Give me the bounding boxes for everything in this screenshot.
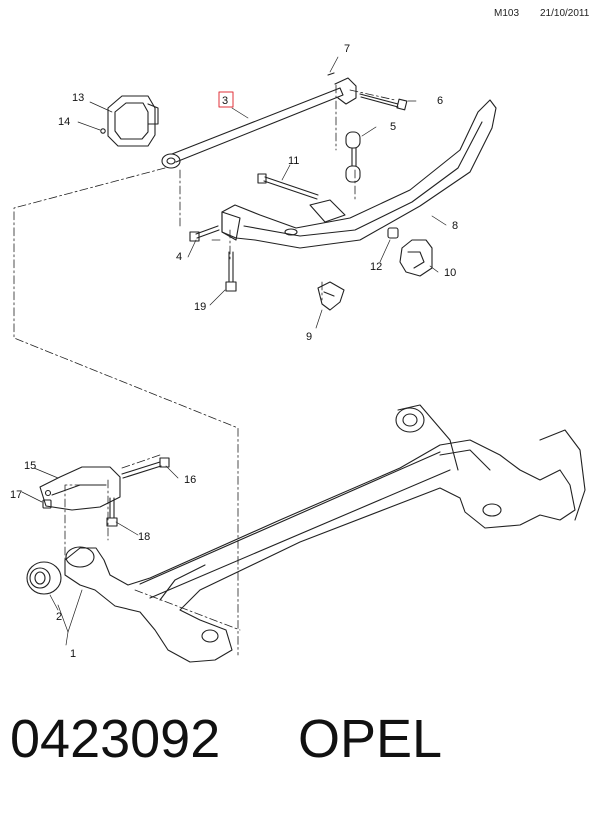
callout-18: 18 <box>138 531 150 543</box>
callout-4: 4 <box>176 251 182 263</box>
link-5 <box>345 131 361 183</box>
part-number: 0423092 <box>10 709 221 769</box>
callout-3: 3 <box>222 95 228 107</box>
nut-17 <box>42 499 52 509</box>
callout-19: 19 <box>194 301 206 313</box>
callout-9: 9 <box>306 331 312 343</box>
bolt-11 <box>257 173 319 200</box>
bracket-15 <box>39 466 121 511</box>
bolt-18 <box>106 497 118 527</box>
callout-8: 8 <box>452 220 458 232</box>
callout-1: 1 <box>70 648 76 660</box>
bracket-10 <box>399 239 433 277</box>
bushing-2 <box>26 561 62 595</box>
callout-7: 7 <box>344 43 350 55</box>
nut-12 <box>387 227 399 239</box>
bracket-13 <box>100 95 159 147</box>
crossmember-8 <box>221 99 497 249</box>
panhard-rod-3 <box>161 72 357 169</box>
bolt-6 <box>359 93 408 111</box>
brand-name: OPEL <box>298 709 443 769</box>
diagram-date: 21/10/2011 <box>540 8 590 19</box>
callout-13: 13 <box>72 92 84 104</box>
callout-2: 2 <box>56 611 62 623</box>
callout-10: 10 <box>444 267 456 279</box>
parts-diagram: 3 7 13 14 6 5 11 8 4 12 10 19 9 15 16 17… <box>10 43 586 663</box>
callout-14: 14 <box>58 116 70 128</box>
leader-lines <box>21 56 447 646</box>
clip-9 <box>317 281 345 311</box>
callout-5: 5 <box>390 121 396 133</box>
callout-12: 12 <box>370 261 382 273</box>
callout-11: 11 <box>288 155 299 167</box>
bolt-19 <box>225 251 237 292</box>
callout-16: 16 <box>184 474 196 486</box>
highlight-box-3 <box>218 91 234 108</box>
callout-labels: 3 7 13 14 6 5 11 8 4 12 10 19 9 15 16 17… <box>10 43 458 660</box>
callout-15: 15 <box>24 460 36 472</box>
diagram-code: M103 <box>494 8 520 19</box>
bolt-4 <box>189 225 220 242</box>
callout-17: 17 <box>10 489 22 501</box>
rear-axle-1 <box>64 404 586 663</box>
dash-dot-guides <box>13 84 396 656</box>
callout-6: 6 <box>437 95 443 107</box>
bolt-16 <box>121 457 170 479</box>
